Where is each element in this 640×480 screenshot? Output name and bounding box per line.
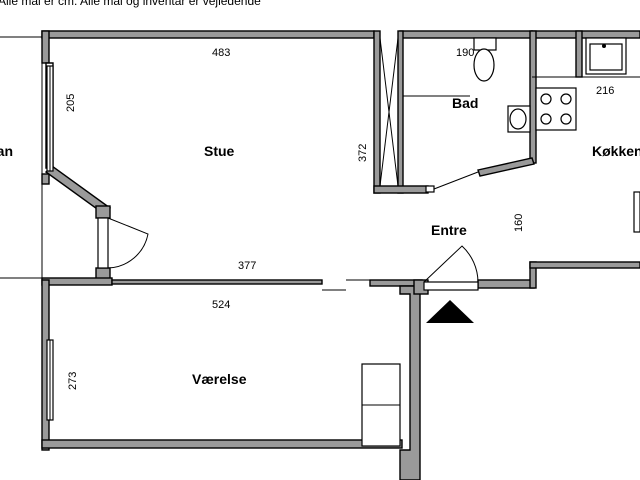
room-label-koekken: Køkken: [592, 143, 640, 159]
entrance-triangle-icon: [426, 300, 474, 323]
door-altan: [97, 217, 149, 269]
wardrobe-cross: [379, 37, 470, 187]
stove-icon: [535, 87, 577, 131]
plan-caption: Alle mål er cm. Alle mål og inventar er …: [0, 0, 261, 8]
dim-entre-depth: 160: [513, 214, 525, 232]
dim-stue-window: 205: [65, 94, 77, 112]
room-label-stue: Stue: [204, 143, 235, 159]
dim-koekken-width: 216: [596, 85, 614, 97]
room-label-bad: Bad: [452, 95, 478, 111]
dim-stue-lower-width: 377: [238, 260, 256, 272]
door-vaerelse-stue: [322, 279, 370, 291]
room-label-altan: Altan: [0, 143, 13, 159]
dim-stue-width: 483: [212, 47, 230, 59]
toilet-icon: [473, 37, 497, 82]
dim-bad-width: 190: [456, 47, 474, 59]
wardrobe-vaerelse: [361, 363, 401, 447]
dim-stue-depth: 372: [357, 144, 369, 162]
exterior-lines: [0, 36, 43, 279]
room-label-entre: Entre: [431, 222, 467, 238]
dim-vaerelse-width: 524: [212, 299, 230, 311]
windows: [46, 65, 640, 421]
door-entre: [423, 245, 479, 291]
room-label-vaerelse: Værelse: [192, 371, 247, 387]
kitchen-sink-icon: [585, 37, 627, 75]
bath-sink-icon: [507, 105, 531, 133]
door-bad: [425, 171, 479, 193]
dim-vaerelse-depth: 273: [67, 372, 79, 390]
